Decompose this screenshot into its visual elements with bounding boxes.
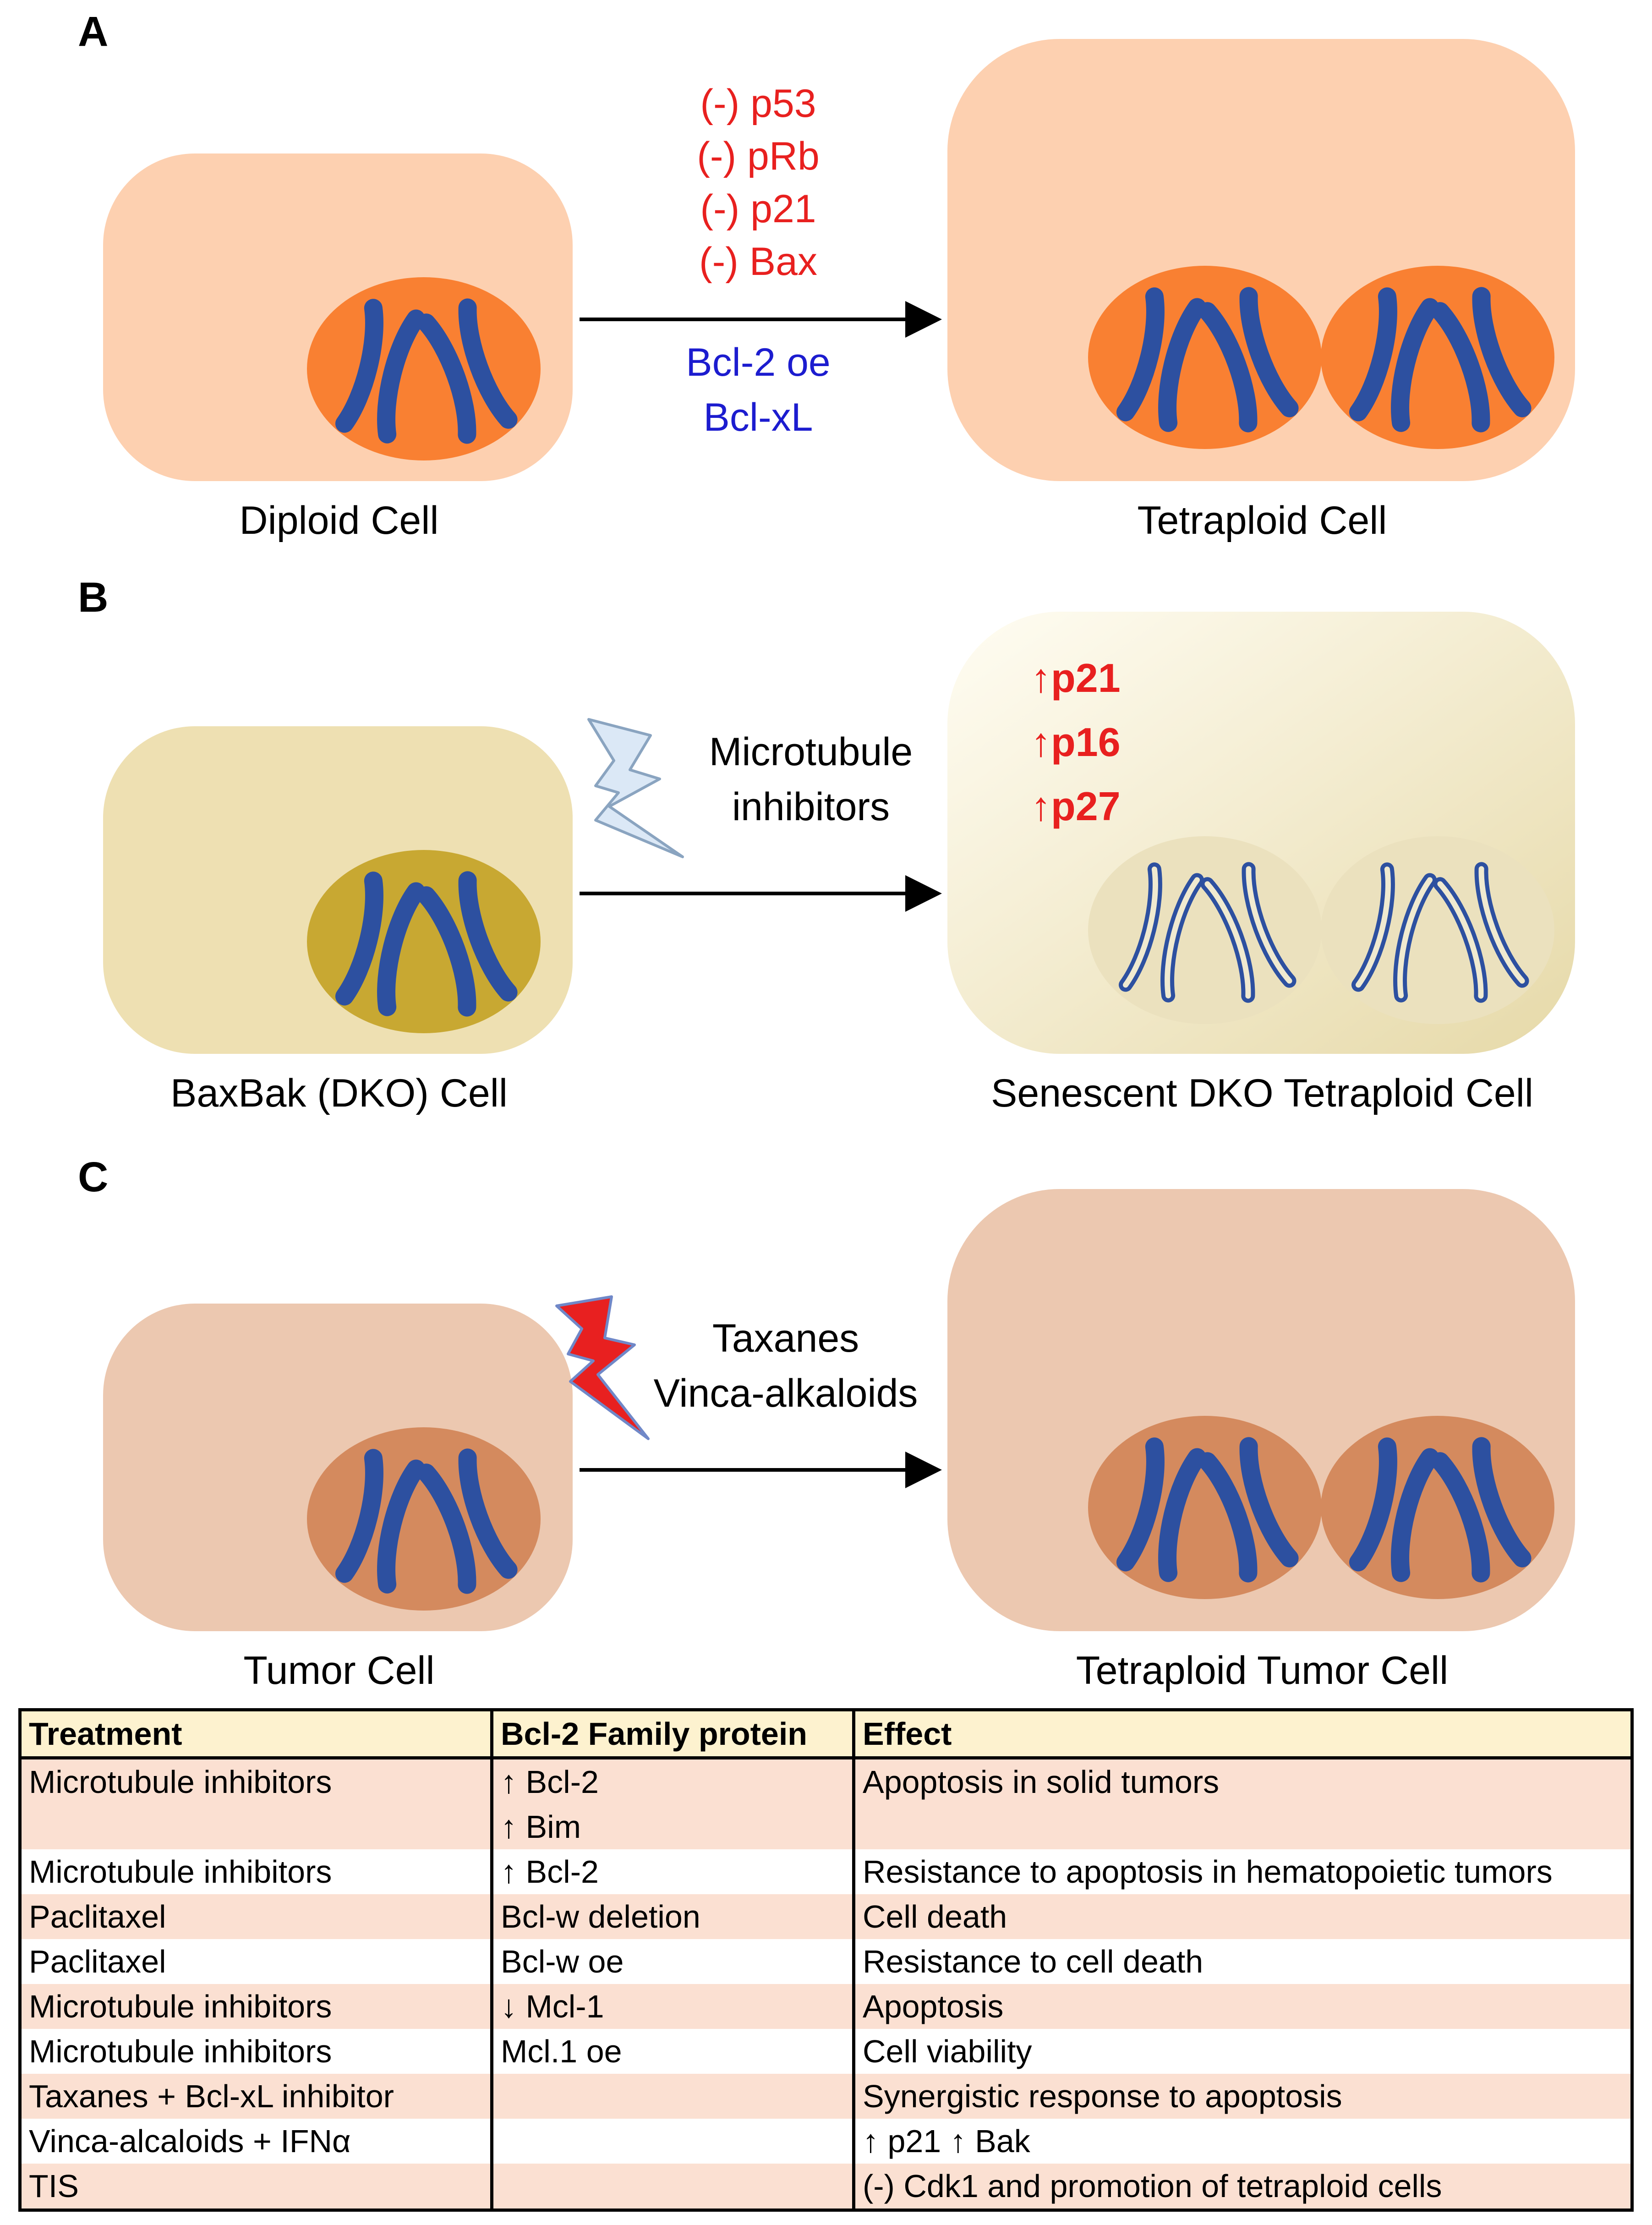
- marker-p16: ↑p16: [1031, 719, 1121, 765]
- table-row: Microtubule inhibitors Mcl.1 oe Cell via…: [18, 2029, 1634, 2074]
- cell-treatment: Vinca-alcaloids + IFNα: [18, 2119, 493, 2164]
- cell-effect: Synergistic response to apoptosis: [852, 2074, 1634, 2119]
- cell-effect: Apoptosis: [852, 1984, 1634, 2029]
- factor-bcl-xl: Bcl-xL: [704, 395, 813, 439]
- table-row: Microtubule inhibitors ↑ Bcl-2 Resistanc…: [18, 1849, 1634, 1894]
- cell-effect: [852, 1804, 1634, 1849]
- lightning-bolt-icon: [555, 1295, 650, 1440]
- senescent-nucleus-left: [1088, 836, 1322, 1024]
- treatment-line-1: Taxanes: [712, 1316, 859, 1360]
- treatment-line-2: Vinca-alkaloids: [654, 1371, 918, 1415]
- cell-effect: Resistance to apoptosis in hematopoietic…: [852, 1849, 1634, 1894]
- cell-protein: Bcl-w oe: [490, 1939, 855, 1984]
- table-row: Paclitaxel Bcl-w oe Resistance to cell d…: [18, 1939, 1634, 1984]
- tetraploid-cell-label: Tetraploid Cell: [1138, 499, 1387, 543]
- treatment-effects-table: Treatment Bcl-2 Family protein Effect Mi…: [18, 1708, 1634, 2212]
- table-row: TIS (-) Cdk1 and promotion of tetraploid…: [18, 2164, 1634, 2210]
- tetraploid-nucleus-left: [1088, 266, 1322, 449]
- panel-b-letter: B: [78, 574, 108, 621]
- cell-protein: [490, 2119, 855, 2164]
- header-protein: Bcl-2 Family protein: [490, 1710, 855, 1759]
- marker-p21: ↑p21: [1031, 655, 1121, 701]
- treatment-line-2: inhibitors: [732, 785, 890, 829]
- table-header-row: Treatment Bcl-2 Family protein Effect: [18, 1710, 1634, 1759]
- cell-protein: ↑ Bim: [490, 1804, 855, 1849]
- tumor-nucleus-left: [1088, 1416, 1322, 1599]
- panel-c-letter: C: [78, 1154, 108, 1200]
- cell-treatment: Microtubule inhibitors: [18, 1984, 493, 2029]
- header-effect: Effect: [852, 1710, 1634, 1759]
- cell-protein: [490, 2074, 855, 2119]
- cell-protein: Bcl-w deletion: [490, 1894, 855, 1939]
- treatment-effects-table-wrapper: Treatment Bcl-2 Family protein Effect Mi…: [18, 1708, 1634, 2212]
- cell-effect: Resistance to cell death: [852, 1939, 1634, 1984]
- tetraploidy-diagram: A (-) p53 (-) pRb (-) p21 (-) Bax Bcl-2 …: [78, 8, 1575, 1693]
- factor-prb: (-) pRb: [697, 134, 820, 178]
- factor-p21: (-) p21: [700, 187, 816, 231]
- cell-effect: ↑ p21 ↑ Bak: [852, 2119, 1634, 2164]
- table-row: Vinca-alcaloids + IFNα ↑ p21 ↑ Bak: [18, 2119, 1634, 2164]
- table-row: Microtubule inhibitors ↑ Bcl-2 Apoptosis…: [18, 1758, 1634, 1804]
- diploid-cell-label: Diploid Cell: [240, 499, 439, 543]
- dko-cell-label: BaxBak (DKO) Cell: [170, 1071, 508, 1115]
- cell-treatment: Taxanes + Bcl-xL inhibitor: [18, 2074, 493, 2119]
- table-row: Microtubule inhibitors ↓ Mcl-1 Apoptosis: [18, 1984, 1634, 2029]
- cell-effect: (-) Cdk1 and promotion of tetraploid cel…: [852, 2164, 1634, 2210]
- cell-treatment: Microtubule inhibitors: [18, 1849, 493, 1894]
- factor-bcl2-oe: Bcl-2 oe: [686, 340, 831, 384]
- marker-p27: ↑p27: [1031, 784, 1121, 829]
- cell-protein: ↑ Bcl-2: [490, 1758, 855, 1804]
- tumor-nucleus-right: [1321, 1416, 1554, 1599]
- tumor-nucleus: [307, 1427, 541, 1611]
- senescent-nucleus-right: [1321, 836, 1554, 1024]
- lightning-bolt-icon: [587, 718, 684, 858]
- cell-effect: Cell viability: [852, 2029, 1634, 2074]
- factor-bax: (-) Bax: [699, 240, 817, 284]
- cell-treatment: Microtubule inhibitors: [18, 1758, 493, 1804]
- treatment-line-1: Microtubule: [709, 730, 913, 774]
- tetraploid-nucleus-right: [1321, 266, 1554, 449]
- cell-protein: ↑ Bcl-2: [490, 1849, 855, 1894]
- cell-protein: ↓ Mcl-1: [490, 1984, 855, 2029]
- diploid-nucleus: [307, 277, 541, 460]
- table-row: ↑ Bim: [18, 1804, 1634, 1849]
- cell-protein: [490, 2164, 855, 2210]
- cell-treatment: Microtubule inhibitors: [18, 2029, 493, 2074]
- table-row: Paclitaxel Bcl-w deletion Cell death: [18, 1894, 1634, 1939]
- cell-treatment: TIS: [18, 2164, 493, 2210]
- panel-a-letter: A: [78, 8, 108, 55]
- cell-treatment: [18, 1804, 493, 1849]
- tetraploid-tumor-cell-label: Tetraploid Tumor Cell: [1076, 1649, 1449, 1693]
- tumor-cell-label: Tumor Cell: [243, 1649, 434, 1693]
- cell-treatment: Paclitaxel: [18, 1894, 493, 1939]
- senescent-cell-label: Senescent DKO Tetraploid Cell: [991, 1071, 1533, 1115]
- dko-nucleus: [307, 850, 541, 1033]
- cell-effect: Apoptosis in solid tumors: [852, 1758, 1634, 1804]
- cell-treatment: Paclitaxel: [18, 1939, 493, 1984]
- factor-p53: (-) p53: [700, 82, 816, 126]
- table-row: Taxanes + Bcl-xL inhibitor Synergistic r…: [18, 2074, 1634, 2119]
- cell-protein: Mcl.1 oe: [490, 2029, 855, 2074]
- header-treatment: Treatment: [18, 1710, 493, 1759]
- cell-effect: Cell death: [852, 1894, 1634, 1939]
